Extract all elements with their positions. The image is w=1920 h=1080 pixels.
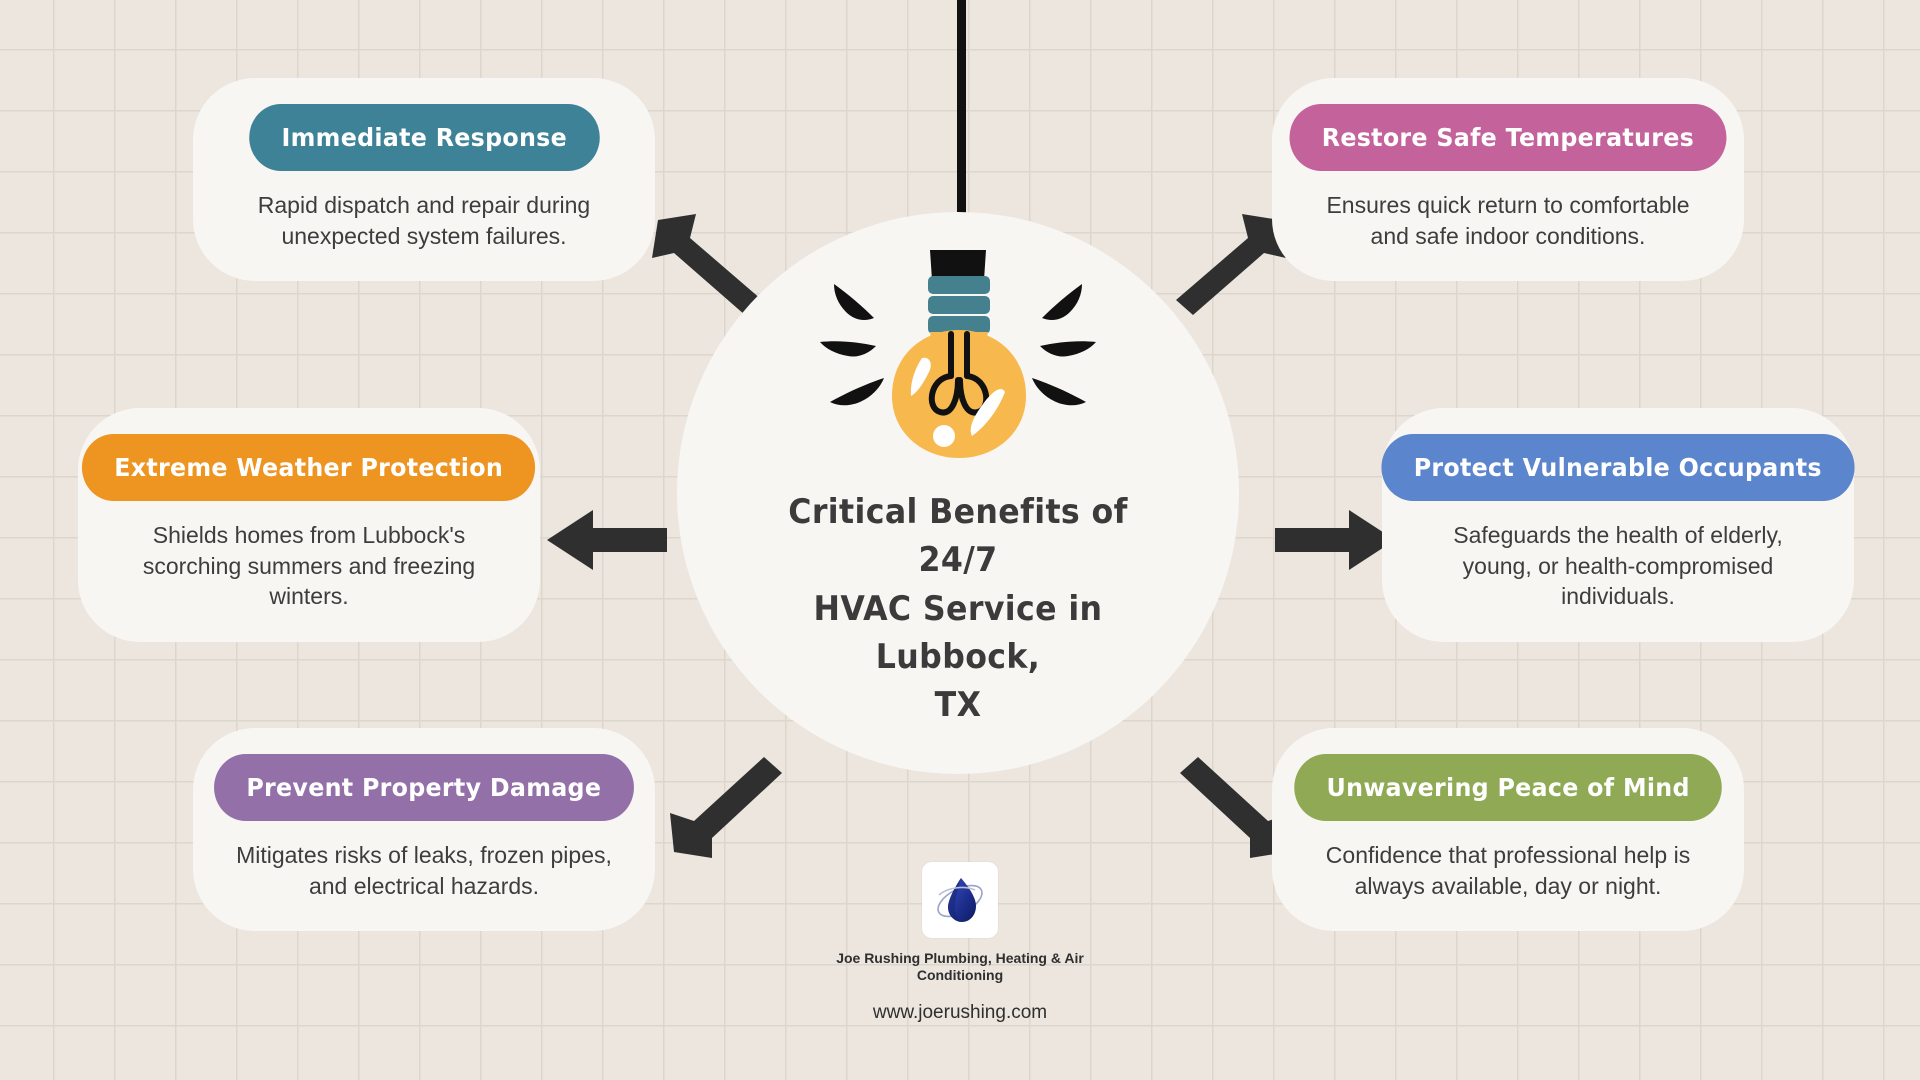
card-description-peace-of-mind: Confidence that professional help is alw… bbox=[1325, 842, 1691, 899]
card-prevent-damage[interactable]: Prevent Property Damage Mitigates risks … bbox=[193, 728, 655, 932]
card-description-prevent-damage: Mitigates risks of leaks, frozen pipes, … bbox=[236, 842, 612, 899]
card-title-peace-of-mind: Unwavering Peace of Mind bbox=[1294, 754, 1722, 821]
card-protect-occupants[interactable]: Protect Vulnerable Occupants Safeguards … bbox=[1381, 408, 1855, 642]
lightbulb-cord bbox=[957, 0, 966, 296]
arrow-right-icon bbox=[1275, 510, 1395, 570]
card-immediate-response[interactable]: Immediate Response Rapid dispatch and re… bbox=[193, 78, 655, 282]
page-title: Critical Benefits of 24/7 HVAC Service i… bbox=[788, 492, 1128, 726]
company-logo bbox=[922, 862, 998, 938]
arrow-up-right-icon bbox=[1176, 214, 1286, 315]
card-title-restore-temps: Restore Safe Temperatures bbox=[1289, 104, 1727, 171]
arrow-up-left-icon bbox=[652, 214, 762, 315]
card-title-extreme-weather: Extreme Weather Protection bbox=[82, 434, 536, 501]
card-description-immediate-response: Rapid dispatch and repair during unexpec… bbox=[257, 192, 591, 249]
card-description-restore-temps: Ensures quick return to comfortable and … bbox=[1326, 192, 1690, 249]
card-title-protect-occupants: Protect Vulnerable Occupants bbox=[1381, 434, 1855, 501]
card-description-protect-occupants: Safeguards the health of elderly, young,… bbox=[1453, 522, 1783, 610]
footer: Joe Rushing Plumbing, Heating & Air Cond… bbox=[0, 862, 1920, 1024]
lightbulb-icon bbox=[818, 250, 1098, 482]
arrow-left-icon bbox=[547, 510, 667, 570]
center-hub: Critical Benefits of 24/7 HVAC Service i… bbox=[677, 212, 1239, 774]
card-peace-of-mind[interactable]: Unwavering Peace of Mind Confidence that… bbox=[1272, 728, 1744, 932]
arrow-down-right-icon bbox=[1180, 757, 1292, 858]
card-description-extreme-weather: Shields homes from Lubbock's scorching s… bbox=[142, 522, 476, 610]
card-title-immediate-response: Immediate Response bbox=[248, 104, 600, 171]
brand-name: Joe Rushing Plumbing, Heating & Air Cond… bbox=[836, 950, 1084, 983]
card-extreme-weather[interactable]: Extreme Weather Protection Shields homes… bbox=[78, 408, 540, 642]
water-droplet-logo-icon bbox=[937, 878, 983, 922]
website-url[interactable]: www.joerushing.com bbox=[872, 1002, 1048, 1024]
arrow-down-left-icon bbox=[670, 757, 782, 858]
card-title-prevent-damage: Prevent Property Damage bbox=[214, 754, 634, 821]
card-restore-temps[interactable]: Restore Safe Temperatures Ensures quick … bbox=[1272, 78, 1744, 282]
